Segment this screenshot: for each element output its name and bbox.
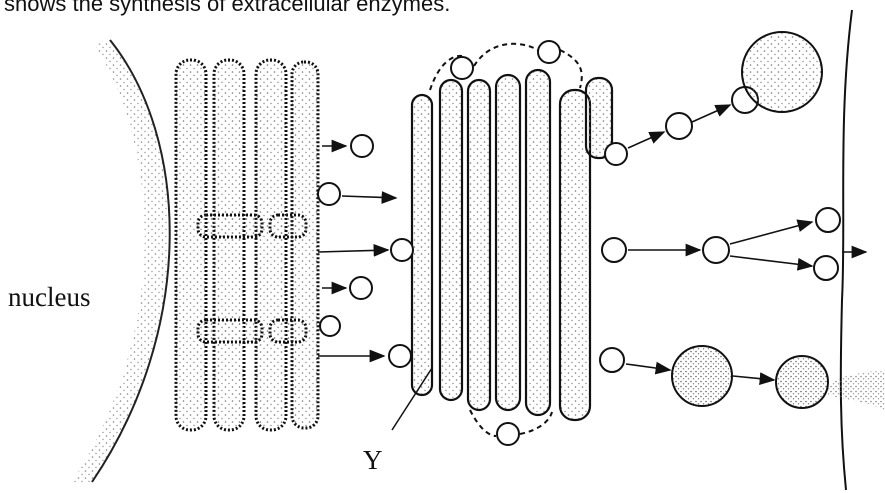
golgi-apparatus: [412, 70, 612, 420]
nuclear-envelope: [72, 40, 170, 482]
nucleus-label: nucleus: [8, 282, 90, 313]
secretion-arrows: [626, 105, 866, 380]
transport-vesicles: [318, 135, 373, 336]
secretory-vesicles: [666, 32, 840, 408]
rough-endoplasmic-reticulum: [176, 60, 318, 430]
structure-y-label: Y: [363, 445, 383, 476]
plasma-membrane: [828, 10, 885, 490]
